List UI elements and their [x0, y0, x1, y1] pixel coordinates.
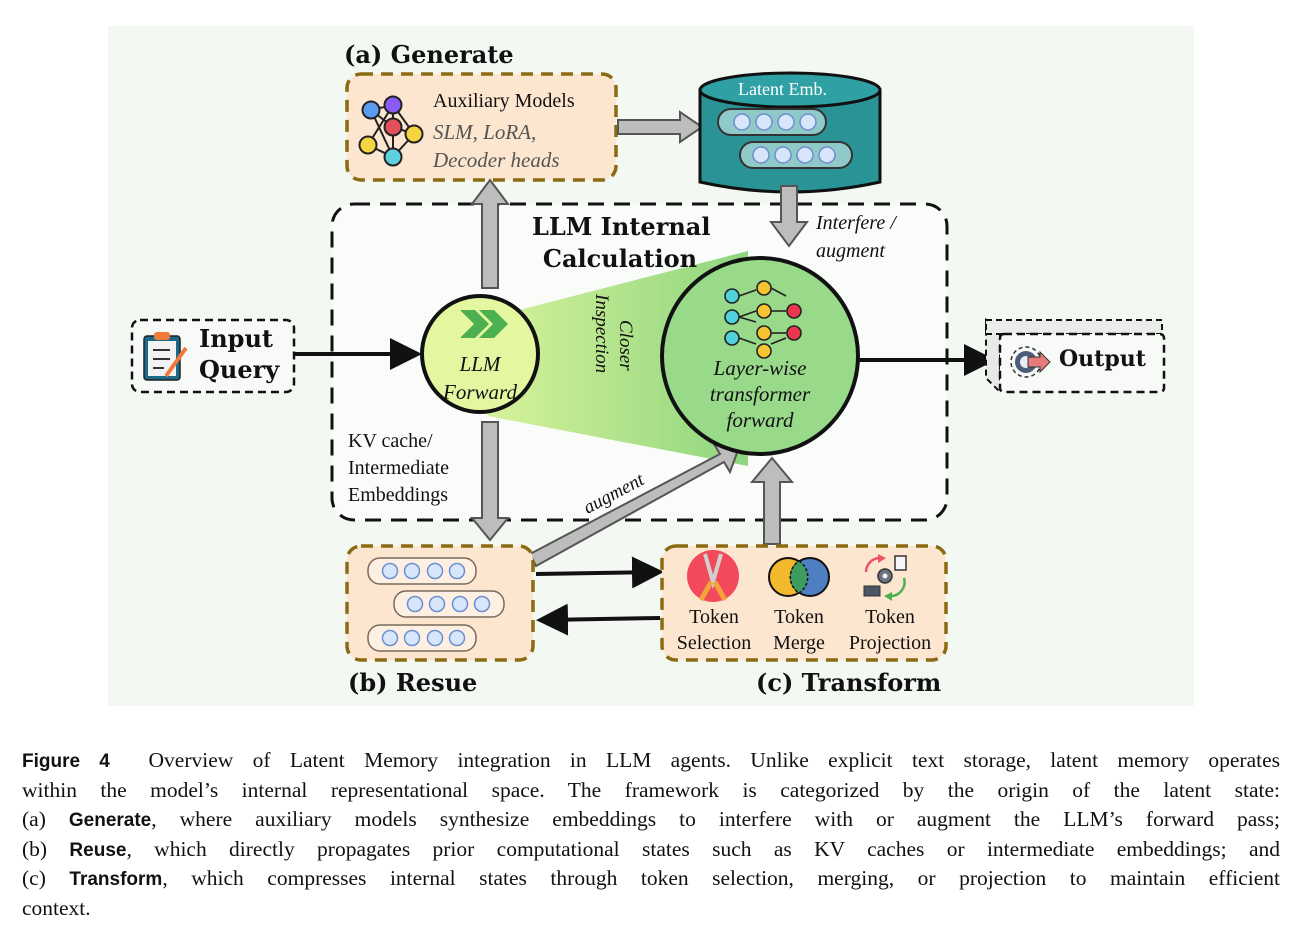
caption-keyword-generate: Generate — [68, 810, 152, 831]
forward-to-reuse-arrow — [469, 421, 511, 542]
auxiliary-models-box — [345, 72, 618, 182]
interfere-label-1: Interfere / — [816, 212, 896, 234]
caption-line-4: (b) Reuse, which directly propagates pri… — [22, 835, 1280, 865]
layerwise-line1: Layer-wise — [713, 356, 807, 380]
caption-line-2: within the model’s internal representati… — [22, 777, 1280, 802]
clipboard-checklist-icon — [143, 332, 188, 381]
cached-token-rows — [367, 557, 505, 652]
caption-line-3: (a) Generate, where auxiliary models syn… — [22, 805, 1280, 835]
output-box — [985, 317, 1166, 395]
interfere-label-2: augment — [816, 240, 885, 262]
caption-line-6: context. — [22, 895, 91, 920]
kv-cache-line3: Embeddings — [348, 484, 448, 506]
caption-line-1: Figure 4 Overview of Latent Memory integ… — [22, 746, 1280, 776]
kv-cache-line1: KV cache/ — [348, 430, 433, 452]
auxiliary-models-subtitle-2: Decoder heads — [433, 148, 560, 172]
gear-export-icon — [1010, 346, 1051, 378]
figure-caption: Figure 4 Overview of Latent Memory integ… — [22, 746, 1280, 923]
input-query-line1: Input — [199, 324, 273, 353]
token-merge-line2: Merge — [773, 632, 825, 654]
caption-prefix-a: (a) — [22, 807, 69, 831]
llm-forward-node — [420, 294, 540, 414]
interfere-arrow — [769, 185, 809, 248]
caption-text-1: Overview of Latent Memory integration in… — [148, 748, 1280, 772]
latent-emb-label: Latent Emb. — [738, 79, 827, 99]
llm-internal-title-1: LLM Internal — [532, 212, 711, 241]
auxiliary-models-title: Auxiliary Models — [433, 90, 575, 112]
transform-to-layerwise-arrow — [749, 456, 795, 545]
auxiliary-models-subtitle-1: SLM, LoRA, — [433, 120, 537, 144]
token-projection-line1: Token — [865, 606, 915, 628]
projection-cycle-icon — [863, 554, 907, 601]
layerwise-line2: transformer — [709, 382, 811, 406]
caption-text-5: , which compresses internal states throu… — [162, 866, 1280, 890]
neural-network-icon — [358, 95, 424, 167]
double-chevron-right-icon — [460, 310, 508, 338]
caption-prefix-b: (b) — [22, 836, 70, 861]
token-selection-line1: Token — [689, 606, 739, 628]
layer-graph-icon — [724, 280, 802, 359]
llm-forward-line1: LLM — [459, 352, 501, 376]
input-query-line2: Query — [199, 355, 280, 384]
output-label: Output — [1059, 346, 1146, 372]
venn-merge-icon — [768, 557, 830, 597]
layerwise-line3: forward — [726, 408, 794, 432]
caption-text-3: , where auxiliary models synthesize embe… — [151, 807, 1280, 831]
figure-panel: (a) Generate Auxiliary Models SLM, LoRA,… — [108, 26, 1194, 706]
llm-forward-line2: Forward — [443, 380, 517, 404]
closer-inspection-line1b: Closer — [615, 320, 636, 371]
latent-emb-cylinder — [698, 71, 882, 194]
caption-label: Figure 4 — [22, 751, 110, 772]
caption-prefix-c: (c) — [22, 866, 70, 890]
diagram-canvas — [130, 71, 1166, 662]
forward-to-auxiliary-arrow — [470, 178, 510, 289]
token-selection-line2: Selection — [676, 632, 752, 654]
generate-to-latent-arrow — [617, 110, 704, 144]
closer-inspection-line1: Inspection — [591, 294, 612, 374]
section-reuse-title: (b) Resue — [348, 668, 478, 697]
section-transform-title: (c) Transform — [756, 668, 942, 697]
section-generate-title: (a) Generate — [344, 40, 514, 69]
token-projection-line2: Projection — [848, 632, 932, 654]
kv-cache-line2: Intermediate — [348, 457, 450, 479]
pruning-shears-icon — [687, 550, 739, 602]
caption-line-5: (c) Transform, which compresses internal… — [22, 864, 1280, 894]
token-merge-line1: Token — [774, 606, 824, 628]
caption-text-4: , which directly propagates prior comput… — [126, 836, 1281, 861]
llm-internal-title-2: Calculation — [542, 244, 698, 273]
transform-to-reuse-arrow — [536, 603, 661, 636]
caption-keyword-reuse: Reuse — [69, 839, 127, 861]
reuse-to-transform-arrow — [535, 556, 664, 589]
augment-arrow — [528, 442, 740, 568]
caption-keyword-transform: Transform — [69, 869, 163, 890]
